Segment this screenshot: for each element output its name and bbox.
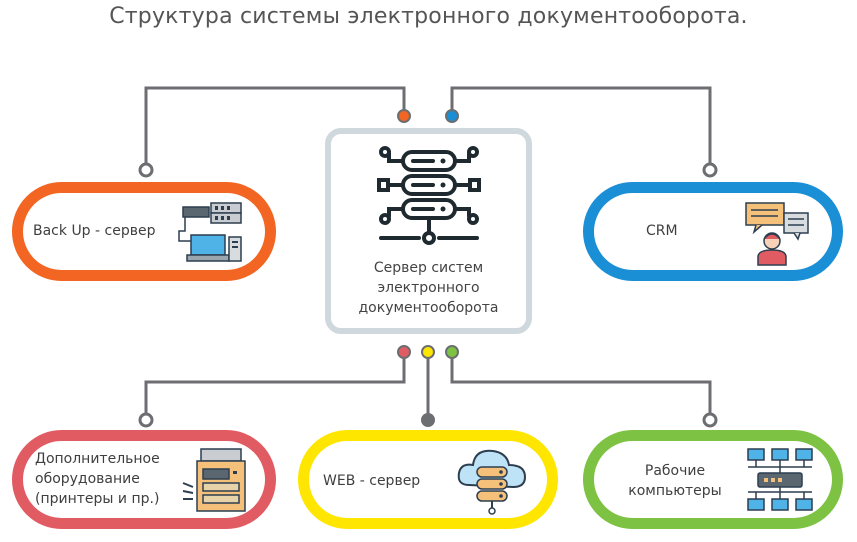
dot-bottom-yellow: [421, 345, 435, 359]
node-additional-equipment: Дополнительное оборудование (принтеры и …: [12, 430, 276, 529]
network-computers-icon: [747, 448, 813, 511]
node-web-server: WEB - сервер: [298, 430, 558, 529]
node-backup-server: Back Up - сервер: [12, 182, 276, 281]
connector-crm: [450, 86, 712, 170]
server-rack-icon: [377, 146, 481, 245]
node-crm: CRM: [583, 182, 843, 281]
dot-bottom-red: [397, 345, 411, 359]
node-workstations: Рабочие компьютеры: [583, 430, 843, 529]
central-server-label: Сервер систем электронного документообор…: [358, 260, 499, 316]
crm-label: CRM: [646, 223, 678, 239]
workstations-label: Рабочие компьютеры: [628, 463, 722, 499]
dot-extra: [138, 412, 154, 428]
connector-workstations: [450, 352, 712, 420]
dot-crm: [702, 162, 718, 178]
cloud-server-icon: [457, 449, 527, 515]
connector-extra: [144, 352, 406, 420]
dot-web: [421, 413, 435, 427]
dot-top-blue: [445, 109, 459, 123]
backup-server-label: Back Up - сервер: [33, 223, 156, 239]
additional-equipment-label: Дополнительное оборудование (принтеры и …: [35, 451, 160, 507]
crm-user-chat-icon: [745, 202, 809, 266]
connector-backup: [144, 86, 406, 170]
dot-top-orange: [397, 109, 411, 123]
central-server-box: Сервер систем электронного документообор…: [325, 128, 532, 334]
dot-bottom-green: [445, 345, 459, 359]
dot-backup: [138, 162, 154, 178]
backup-server-icon: [178, 202, 242, 262]
web-server-label: WEB - сервер: [323, 473, 421, 489]
diagram-title: Структура системы электронного документо…: [109, 4, 748, 29]
dot-workstations: [702, 412, 718, 428]
printer-copier-icon: [182, 448, 246, 512]
